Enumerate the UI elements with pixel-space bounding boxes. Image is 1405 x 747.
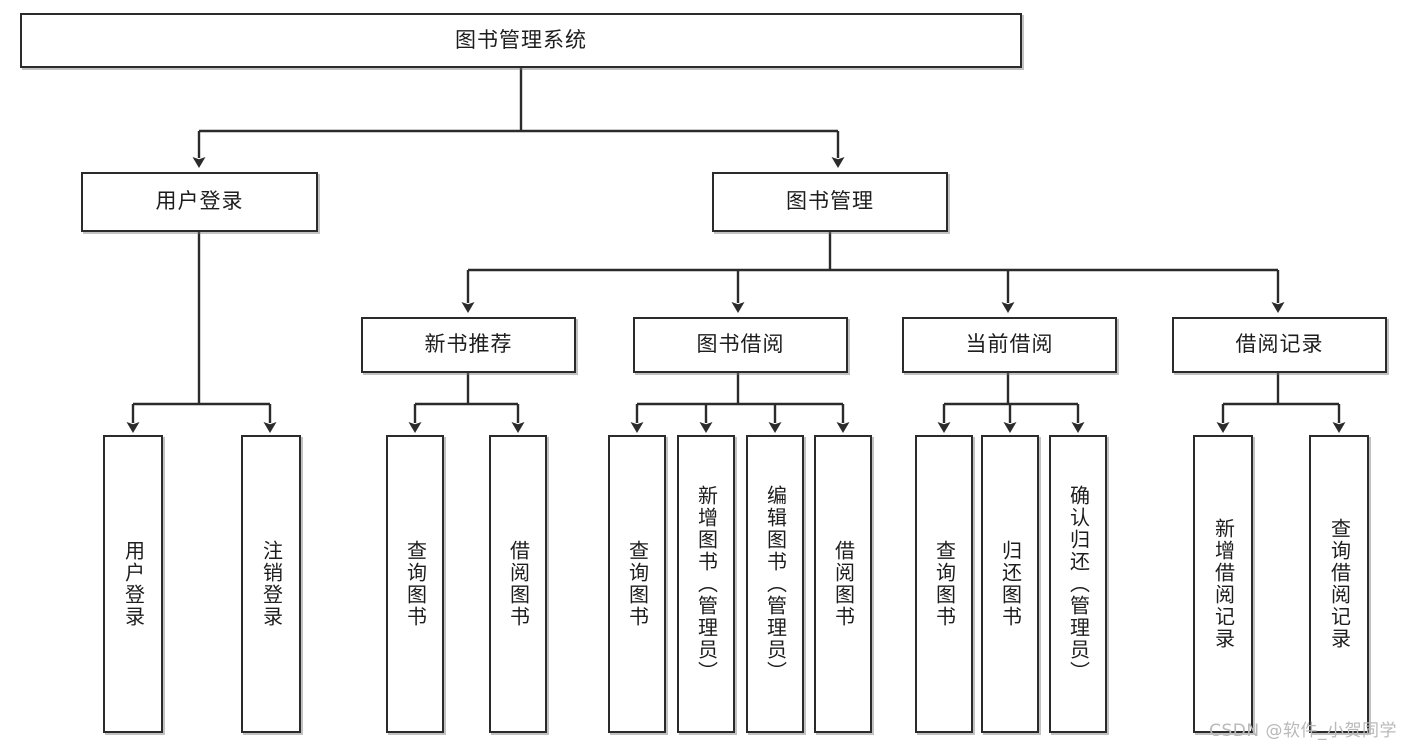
node-user-login-label: 用户登录 <box>155 189 244 214</box>
leaf-label: 新增图书（管理员） <box>694 485 719 683</box>
node-new-book-recommend[interactable]: 新书推荐 <box>361 317 576 373</box>
leaf-label: 查询图书 <box>625 540 650 628</box>
leaf-label: 确认归还（管理员） <box>1066 485 1091 683</box>
leaf-user-login-login[interactable]: 用户登录 <box>103 435 163 733</box>
leaf-label: 查询图书 <box>932 540 957 628</box>
node-book-borrow[interactable]: 图书借阅 <box>633 317 848 373</box>
leaf-label: 用户登录 <box>121 540 146 628</box>
leaf-new-book-borrow[interactable]: 借阅图书 <box>489 435 547 733</box>
leaf-label: 编辑图书（管理员） <box>763 485 788 683</box>
node-root[interactable]: 图书管理系统 <box>20 13 1022 68</box>
leaf-record-add[interactable]: 新增借阅记录 <box>1193 435 1253 733</box>
node-book-management[interactable]: 图书管理 <box>712 172 948 232</box>
node-current-borrow[interactable]: 当前借阅 <box>902 317 1117 373</box>
leaf-label: 查询借阅记录 <box>1327 518 1352 650</box>
node-book-management-label: 图书管理 <box>786 189 874 214</box>
node-borrow-record[interactable]: 借阅记录 <box>1172 317 1387 373</box>
node-current-borrow-label: 当前借阅 <box>965 332 1054 357</box>
node-borrow-record-label: 借阅记录 <box>1235 332 1324 357</box>
leaf-current-return-book[interactable]: 归还图书 <box>981 435 1039 733</box>
node-new-book-recommend-label: 新书推荐 <box>424 332 513 357</box>
leaf-label: 查询图书 <box>403 540 428 628</box>
node-user-login[interactable]: 用户登录 <box>81 172 318 232</box>
leaf-current-confirm-return[interactable]: 确认归还（管理员） <box>1049 435 1107 733</box>
leaf-label: 归还图书 <box>998 540 1023 628</box>
csdn-watermark: CSDN @软件_小贺同学 <box>1209 721 1397 741</box>
leaf-user-login-logout[interactable]: 注销登录 <box>241 435 301 733</box>
leaf-record-query[interactable]: 查询借阅记录 <box>1309 435 1369 733</box>
leaf-label: 借阅图书 <box>831 540 856 628</box>
leaf-borrow-borrow-book[interactable]: 借阅图书 <box>814 435 872 733</box>
leaf-borrow-add-book[interactable]: 新增图书（管理员） <box>677 435 735 733</box>
leaf-borrow-edit-book[interactable]: 编辑图书（管理员） <box>746 435 804 733</box>
node-book-borrow-label: 图书借阅 <box>696 332 785 357</box>
node-root-label: 图书管理系统 <box>455 27 587 52</box>
leaf-label: 借阅图书 <box>506 540 531 628</box>
leaf-label: 注销登录 <box>259 540 284 628</box>
leaf-label: 新增借阅记录 <box>1211 518 1236 650</box>
leaf-new-book-query[interactable]: 查询图书 <box>386 435 444 733</box>
leaf-borrow-query-book[interactable]: 查询图书 <box>608 435 666 733</box>
leaf-current-query-book[interactable]: 查询图书 <box>915 435 973 733</box>
